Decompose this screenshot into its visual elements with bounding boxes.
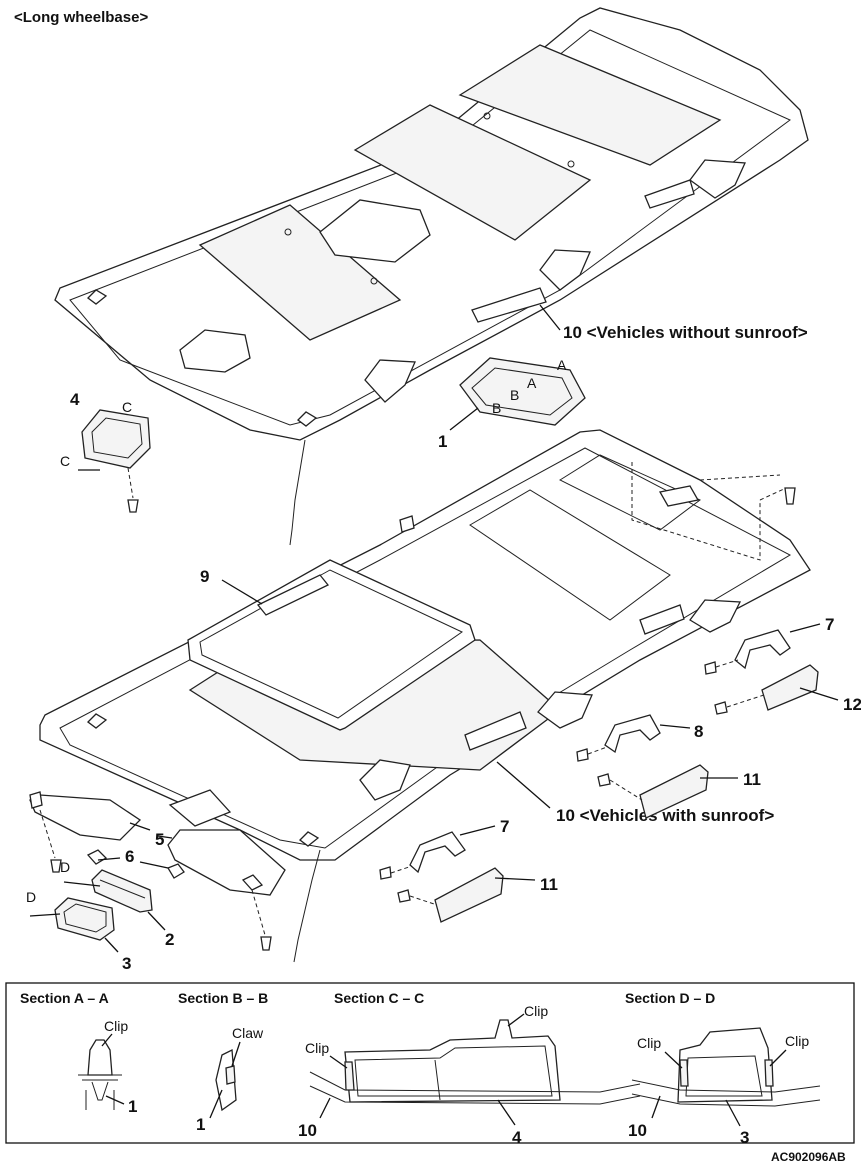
bracket-11-bottom: [397, 867, 504, 923]
callout-4: 4: [70, 390, 80, 409]
callout-11-right: 11: [743, 770, 761, 789]
callout-2: 2: [165, 930, 174, 949]
headlining-without-sunroof: [54, 7, 809, 546]
callout-1-top: 1: [438, 432, 447, 451]
view-mark-d1: D: [60, 859, 70, 875]
leader-9: [221, 579, 263, 605]
dome-light-upper: [459, 357, 586, 426]
headlining-with-sunroof: [39, 429, 811, 963]
callout-9: 9: [200, 567, 209, 586]
callout-10-without-sunroof: 10 <Vehicles without sunroof>: [563, 323, 808, 342]
sunvisor-5-right: [167, 829, 286, 951]
view-mark-c2: C: [60, 453, 70, 469]
map-lamp-4: [81, 409, 151, 513]
section-bb-claw-label: Claw: [232, 1025, 264, 1041]
sections-panel: [5, 982, 855, 1144]
leader-1-top: [449, 407, 479, 431]
section-dd-clip-right-label: Clip: [785, 1033, 809, 1049]
bracket-12: [714, 664, 819, 715]
section-dd-clip-left-label: Clip: [637, 1035, 661, 1051]
callout-3: 3: [122, 954, 131, 973]
bracket-11-right: [597, 764, 709, 819]
map-lamp-2: [91, 869, 153, 913]
callout-7-upper: 7: [825, 615, 834, 634]
assist-grip-7-lower: [379, 831, 466, 880]
section-bb-figure: [215, 1048, 237, 1112]
cover-3: [54, 897, 115, 941]
assist-grip-8: [576, 714, 661, 762]
section-bb-title: Section B – B: [178, 990, 268, 1006]
section-cc-part-right: 4: [512, 1128, 522, 1147]
section-cc-clip-top-label: Clip: [524, 1003, 548, 1019]
section-dd-figure: [631, 1027, 821, 1107]
callout-7-lower: 7: [500, 817, 509, 836]
view-mark-c1: C: [122, 399, 132, 415]
section-cc-clip-left-label: Clip: [305, 1040, 329, 1056]
view-mark-d2: D: [26, 889, 36, 905]
callout-10-with-sunroof: 10 <Vehicles with sunroof>: [556, 806, 774, 825]
section-cc-title: Section C – C: [334, 990, 424, 1006]
callout-6: 6: [125, 847, 134, 866]
view-mark-a2: A: [527, 375, 537, 391]
section-cc-part-left: 10: [298, 1121, 317, 1140]
screw-top-right: [784, 487, 796, 505]
section-dd-part-left: 10: [628, 1121, 647, 1140]
assist-grip-7-upper: [704, 629, 791, 675]
callout-11-bottom: 11: [540, 875, 558, 894]
section-aa-clip-label: Clip: [104, 1018, 128, 1034]
section-bb-part: 1: [196, 1115, 205, 1134]
view-mark-b: B: [492, 400, 501, 416]
holder-6: [86, 849, 185, 879]
view-mark-b-upper: B: [510, 387, 519, 403]
sunvisor-5-left: [29, 791, 142, 873]
section-dd-part-right: 3: [740, 1128, 749, 1147]
section-dd-title: Section D – D: [625, 990, 715, 1006]
section-aa-title: Section A – A: [20, 990, 109, 1006]
callout-12: 12: [843, 695, 861, 714]
view-mark-a1: A: [557, 357, 567, 373]
callout-8: 8: [694, 722, 703, 741]
figure-code: AC902096AB: [771, 1150, 846, 1164]
leader-10-with: [496, 761, 551, 809]
diagram-title: <Long wheelbase>: [14, 9, 148, 26]
section-cc-figure: [309, 1019, 641, 1105]
section-aa-part: 1: [128, 1097, 137, 1116]
leader-10-without: [539, 304, 561, 331]
callout-5: 5: [155, 830, 164, 849]
